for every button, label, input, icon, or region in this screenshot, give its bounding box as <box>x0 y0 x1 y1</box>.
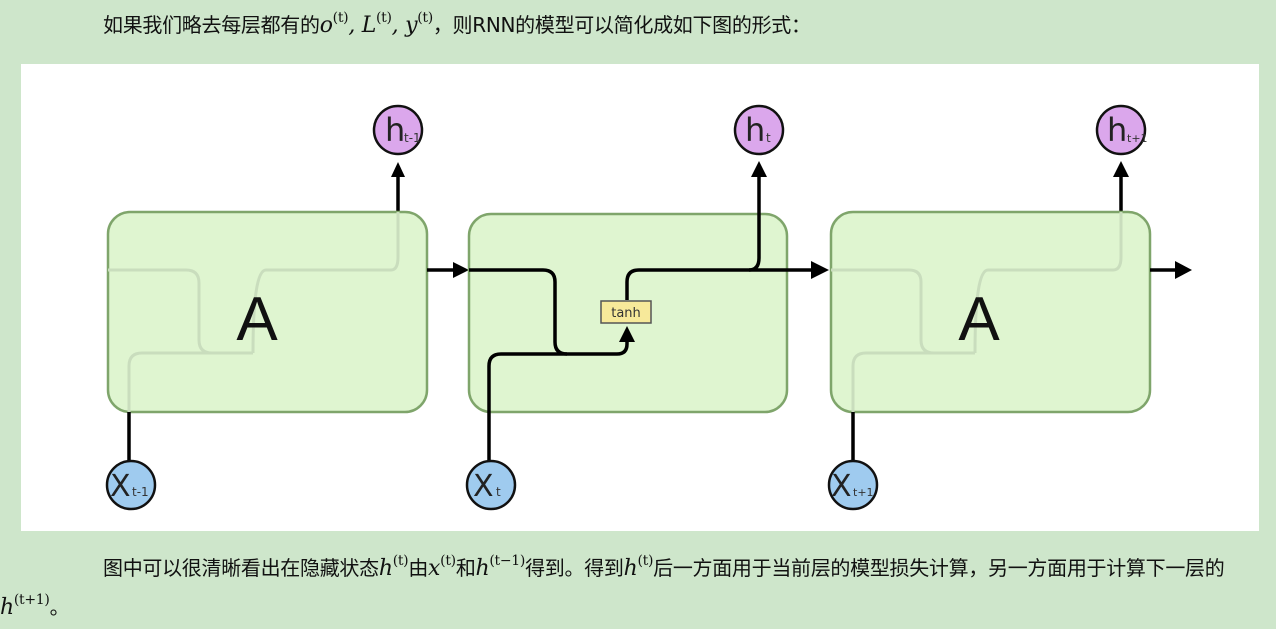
tanh-activation: tanh <box>600 300 652 324</box>
explanation-text: 。 <box>49 595 70 619</box>
math-sep: , <box>348 13 362 38</box>
input-node-x-t: X t <box>465 459 517 511</box>
output-node-h-t: h t <box>733 104 785 156</box>
cell-box-3 <box>829 210 1152 414</box>
cell-label: A <box>236 285 278 354</box>
output-node-h-t-plus-1: h t+1 <box>1095 104 1148 156</box>
arrow-right-icon <box>1175 261 1192 279</box>
arrow-up-icon <box>1113 161 1129 177</box>
math-o-t: o(t) <box>319 10 349 38</box>
arrow-right-icon <box>811 261 829 279</box>
output-node-h-t-1: h t-1 <box>372 104 424 156</box>
input-node-x-t-1: X t-1 <box>105 459 157 511</box>
svg-text:t: t <box>496 485 501 499</box>
explanation-text: 后一方面用于当前层的模型损失计算，另一方面用于计算下一层的 <box>653 556 1225 580</box>
faint-path <box>851 351 975 444</box>
svg-text:X: X <box>473 469 494 504</box>
math-sep: , <box>391 13 406 38</box>
arrow-up-icon <box>391 162 405 177</box>
math-h-t-plus-1: h(t+1) <box>0 592 50 620</box>
math-x-t: x(t) <box>428 553 456 581</box>
cell-box-1 <box>106 210 429 414</box>
math-h-t: h(t) <box>623 553 654 581</box>
rnn-cell-2: tanh <box>467 161 829 462</box>
rnn-diagram: A tanh A <box>21 64 1259 531</box>
arrow-up-icon <box>619 326 635 342</box>
rnn-diagram-svg: A tanh A <box>105 104 1192 511</box>
output-path <box>625 168 761 300</box>
svg-text:h: h <box>745 111 765 149</box>
svg-text:t-1: t-1 <box>132 485 149 499</box>
rnn-cell-3: A <box>829 161 1192 462</box>
faint-path <box>127 351 253 444</box>
math-L-t: L(t) <box>361 10 392 38</box>
explanation-text: 得到。得到 <box>525 556 624 580</box>
arrow-up-icon <box>751 161 767 177</box>
tanh-box <box>600 300 652 324</box>
svg-text:h: h <box>385 111 405 149</box>
intro-paragraph: 如果我们略去每层都有的o(t), L(t), y(t)，则RNN的模型可以简化成… <box>0 5 1270 46</box>
intro-text-suffix: ，则RNN的模型可以简化成如下图的形式： <box>432 13 811 37</box>
math-h-t-minus-1: h(t−1) <box>475 553 526 581</box>
svg-text:t+1: t+1 <box>853 486 874 499</box>
svg-text:X: X <box>831 469 852 504</box>
svg-text:X: X <box>110 469 131 504</box>
math-h-t: h(t) <box>378 553 409 581</box>
math-y-t: y(t) <box>405 10 433 38</box>
svg-text:h: h <box>1107 111 1127 149</box>
explanation-text: 图中可以很清晰看出在隐藏状态 <box>103 556 379 580</box>
input-path <box>487 352 567 462</box>
explanation-text: 和 <box>455 556 476 580</box>
input-node-x-t-plus-1: X t+1 <box>827 459 879 511</box>
hidden-input-path <box>469 268 629 356</box>
arrow-right-icon <box>453 262 469 278</box>
explanation-text: 由 <box>408 556 429 580</box>
intro-text: 如果我们略去每层都有的 <box>103 13 320 37</box>
faint-path <box>973 212 1123 354</box>
cell-label: A <box>958 285 1000 354</box>
explanation-paragraph: 图中可以很清晰看出在隐藏状态h(t)由x(t)和h(t−1)得到。得到h(t)后… <box>0 549 1270 627</box>
svg-text:t: t <box>766 131 771 145</box>
faint-path <box>251 212 400 354</box>
tanh-label: tanh <box>611 306 641 321</box>
svg-text:t-1: t-1 <box>404 131 421 145</box>
rnn-cell-1: A <box>106 162 469 462</box>
svg-text:t+1: t+1 <box>1127 132 1148 145</box>
